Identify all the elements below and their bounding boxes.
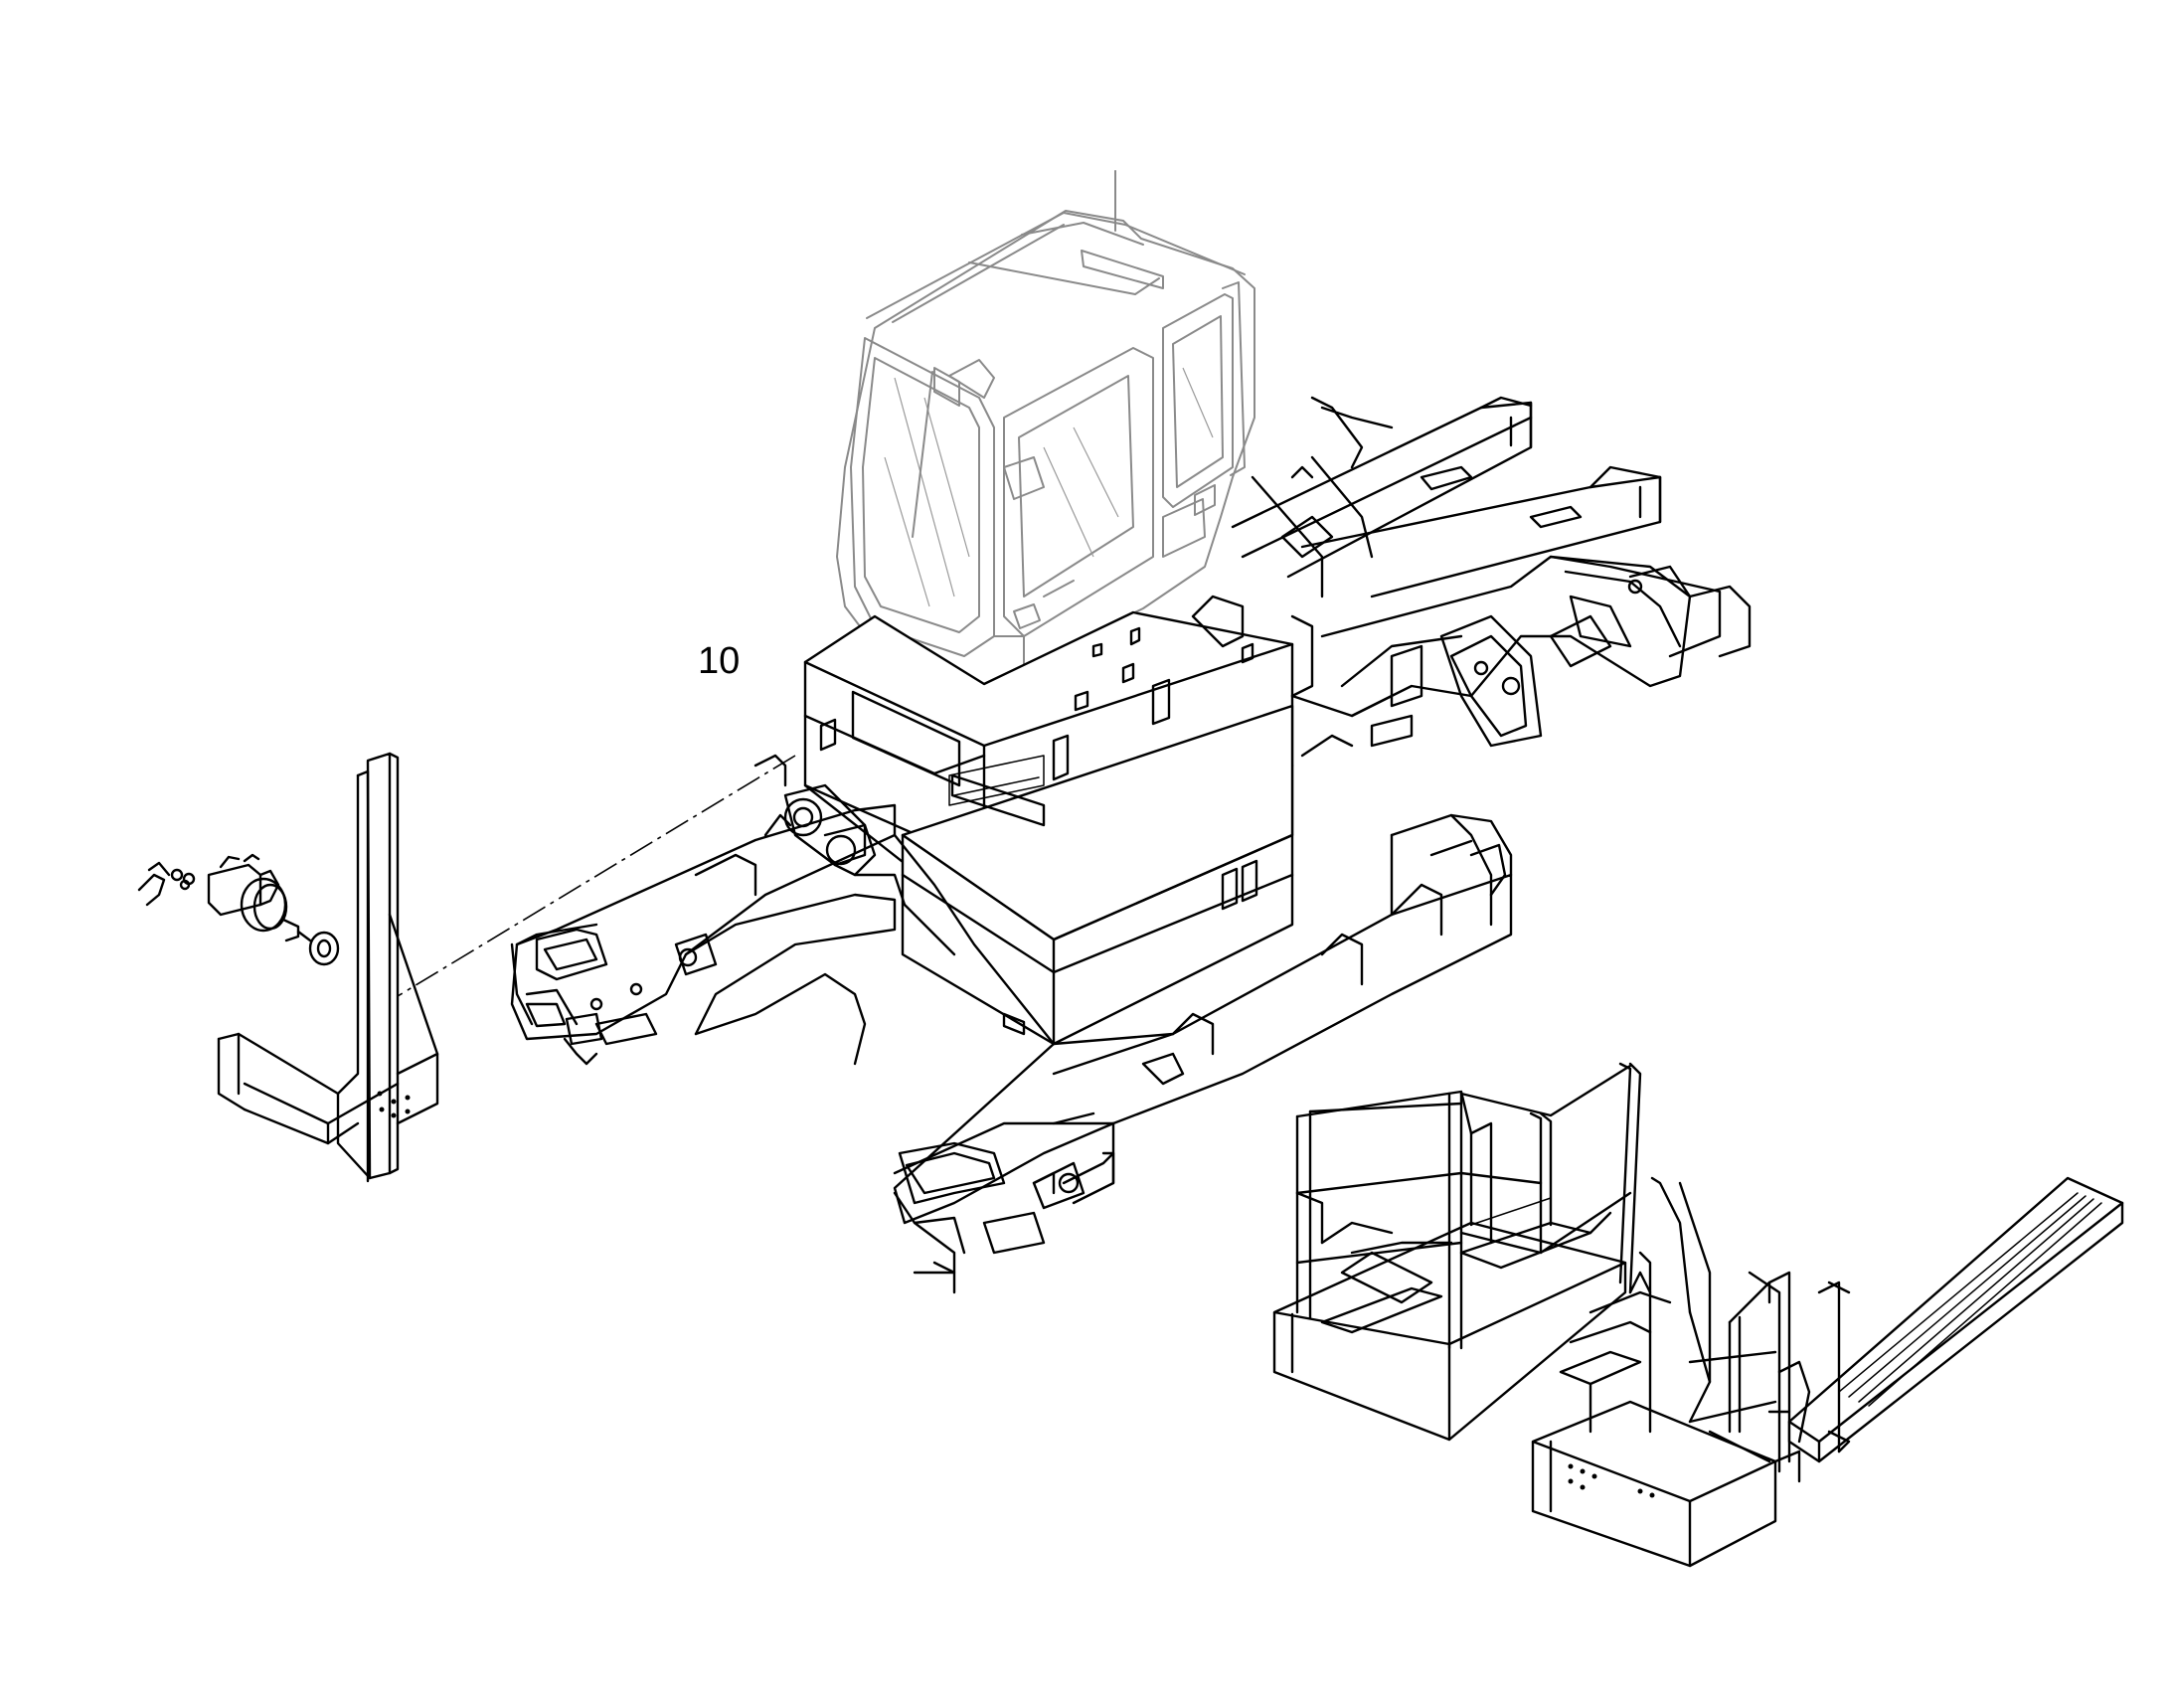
mount-bracket xyxy=(217,752,439,1183)
callout-label-10: 10 xyxy=(698,640,741,682)
upperstructure xyxy=(803,465,1314,1046)
boom-frame xyxy=(1191,396,1752,758)
lamp-assembly xyxy=(137,853,340,966)
walkway-plank xyxy=(1767,1176,2124,1463)
access-platform-1 xyxy=(1272,1062,1642,1442)
operator-cab xyxy=(836,170,1255,687)
center-line xyxy=(397,755,796,997)
undercarriage xyxy=(510,754,1513,1294)
access-platform-2 xyxy=(1531,1176,1801,1568)
